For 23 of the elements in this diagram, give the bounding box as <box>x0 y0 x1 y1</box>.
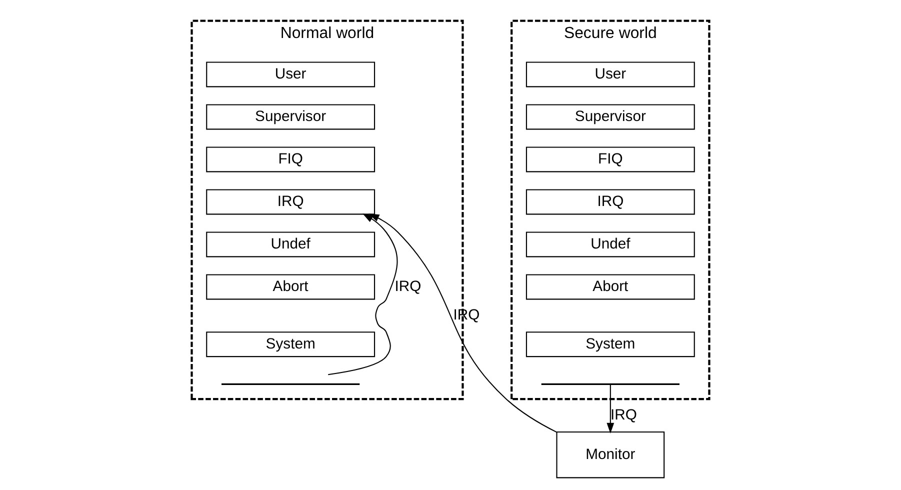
node-box: System <box>526 332 695 358</box>
edge-label: IRQ <box>394 278 422 295</box>
node-bracket <box>222 383 360 385</box>
node-box: Undef <box>206 232 376 258</box>
edge-label: IRQ <box>453 308 480 324</box>
node-box: System <box>206 332 376 358</box>
edge-label: IRQ <box>610 407 637 424</box>
node-box: User <box>526 62 695 88</box>
arrow <box>606 384 614 434</box>
node-box: Abort <box>206 274 376 300</box>
node-box: FIQ <box>206 146 376 172</box>
node-box: Abort <box>526 274 695 300</box>
node-box: IRQ <box>526 189 695 215</box>
node-box: Monitor <box>556 431 665 478</box>
node-box: Supervisor <box>206 104 376 130</box>
arrow <box>368 214 557 433</box>
node-box: Supervisor <box>526 104 695 130</box>
node-box: User <box>206 62 376 88</box>
arrow <box>328 214 398 376</box>
node-bracket <box>541 383 680 385</box>
node-box: FIQ <box>526 146 695 172</box>
node-box: IRQ <box>206 189 376 215</box>
node-box: Undef <box>526 232 695 258</box>
